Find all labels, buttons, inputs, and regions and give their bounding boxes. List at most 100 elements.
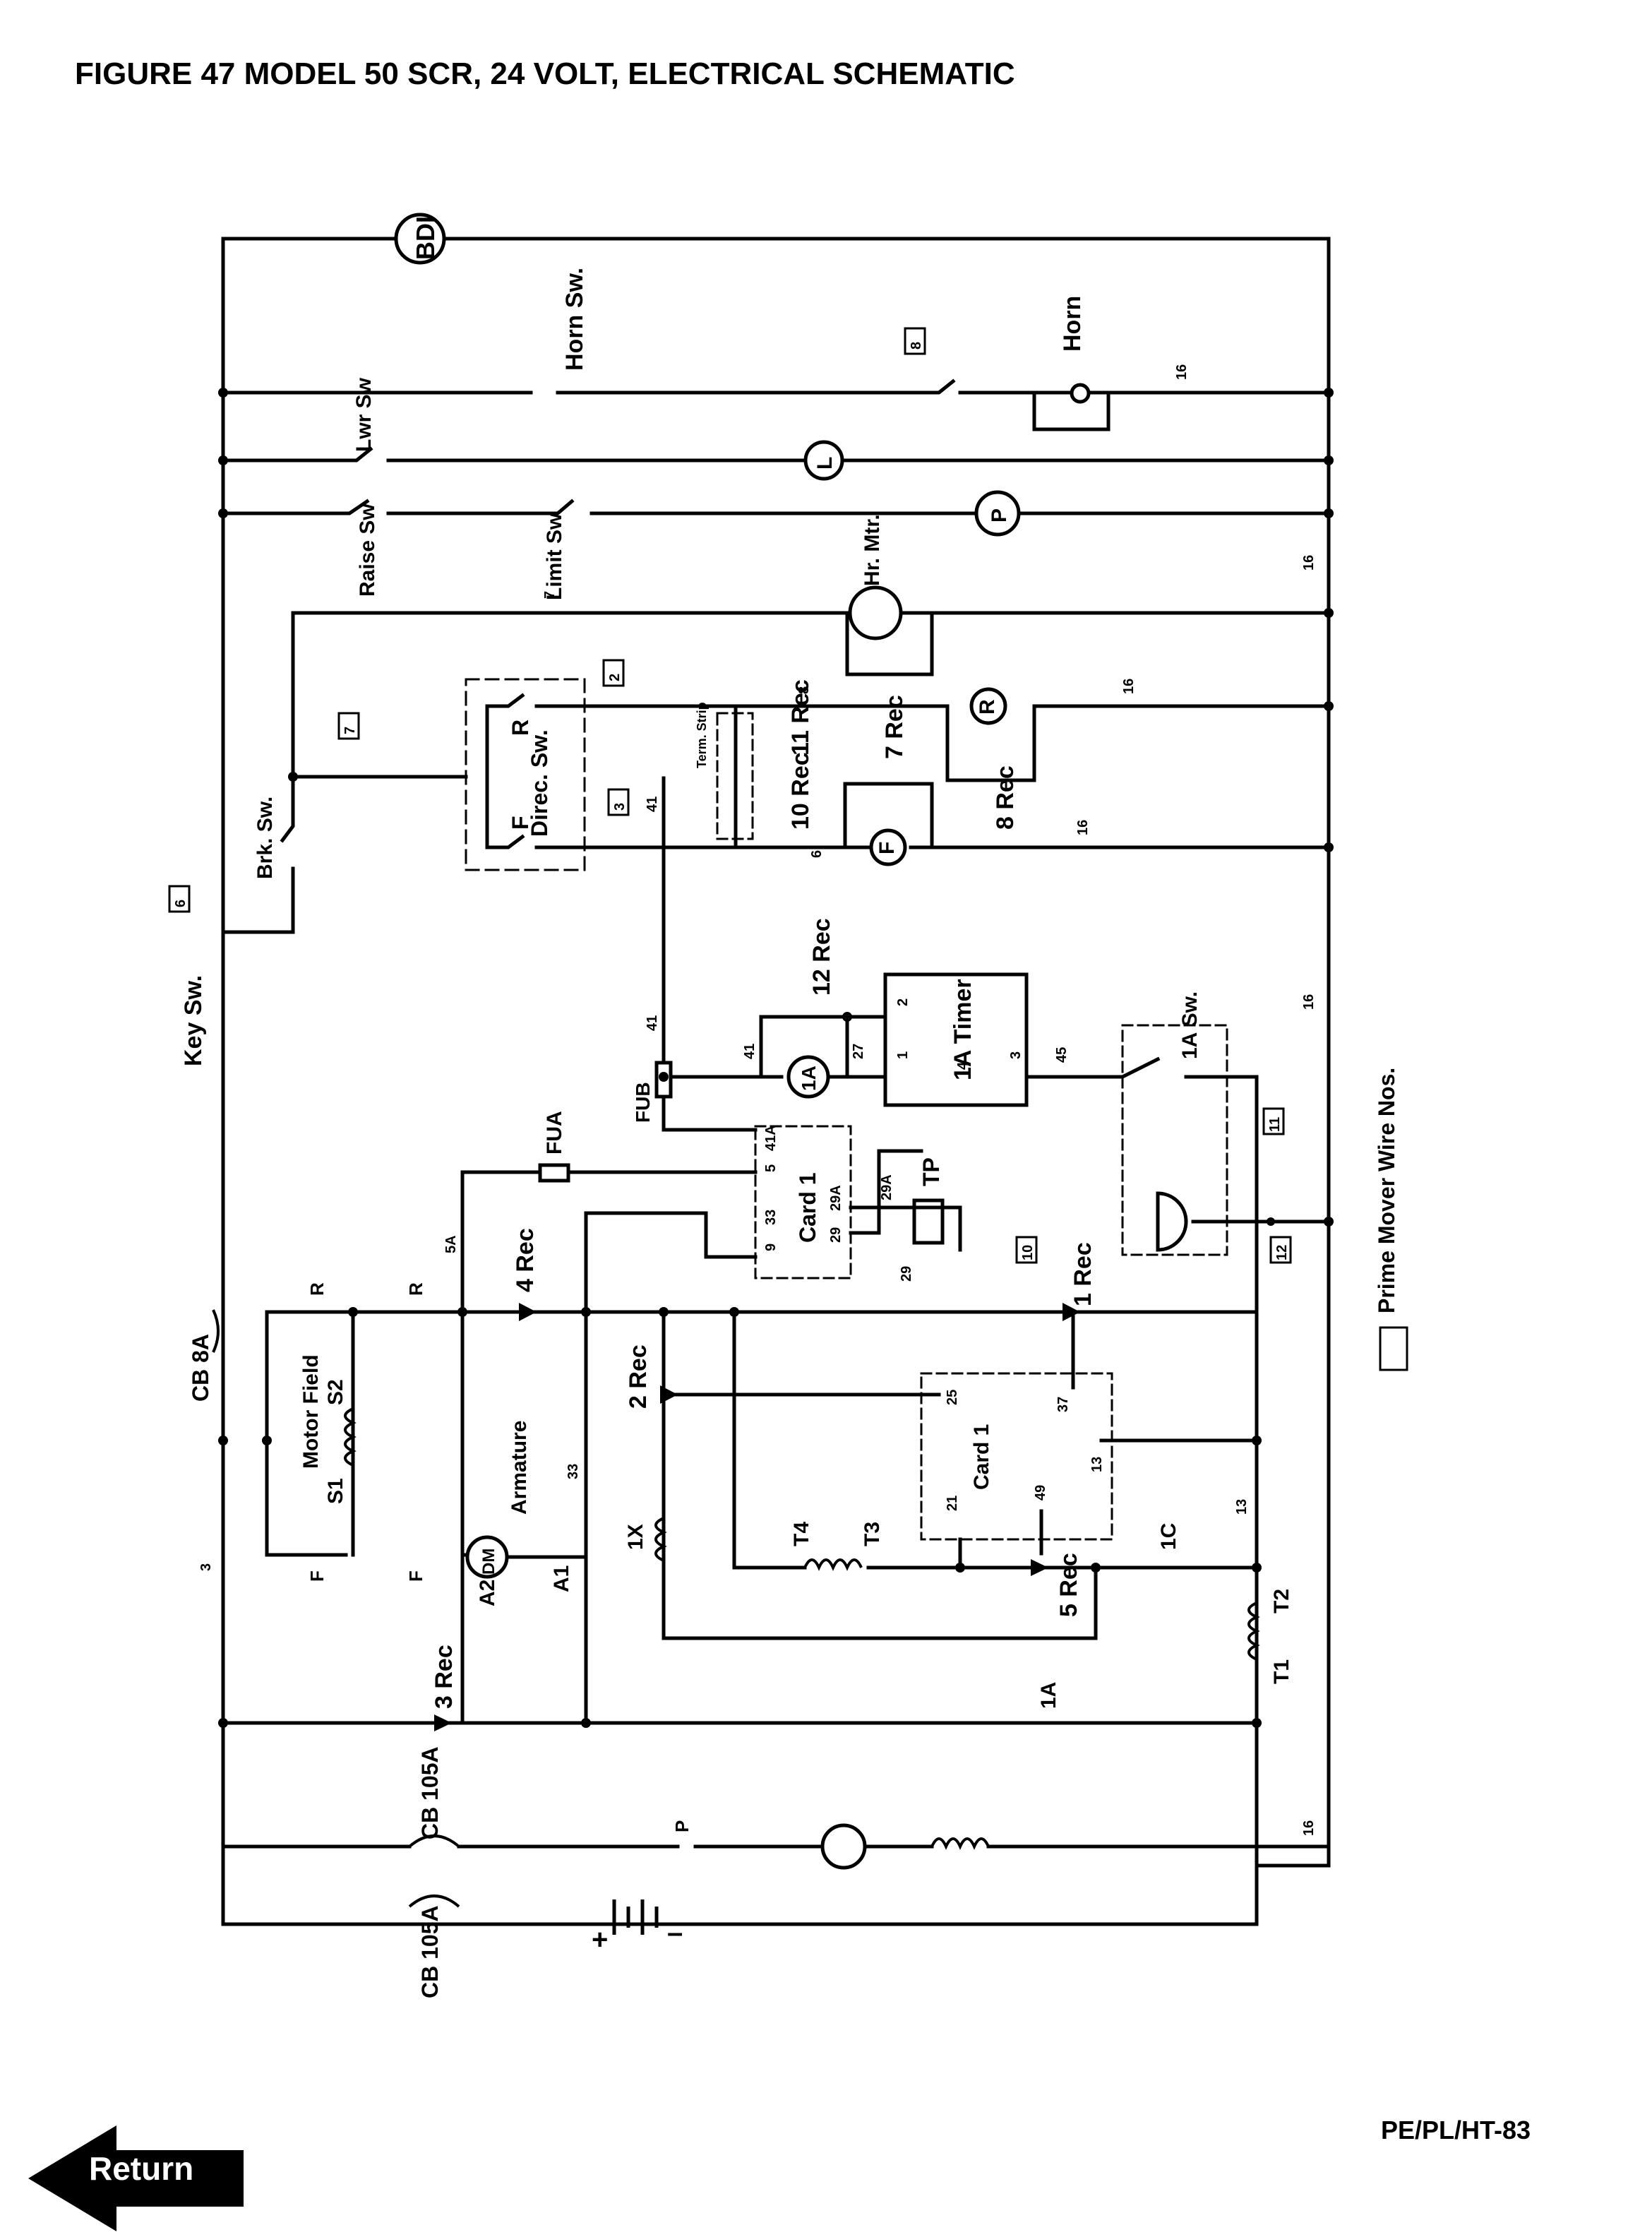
wire-37: 37 [1055,1397,1071,1412]
direction-switch-label: Direc. Sw. [527,729,552,837]
t1-t2-coil [1247,1601,1260,1661]
return-arrow-icon [28,2125,244,2231]
motor-field-coil [344,1407,357,1467]
wire-29-lower: 29 [899,1266,914,1282]
fua-label: FUA [543,1111,566,1155]
rec-5-label: 5 Rec [1055,1553,1082,1617]
pump-contact-label: P [671,1820,693,1832]
reverse-contactor-coil [969,687,1007,725]
wire-41-timer: 41 [742,1044,758,1059]
pump-field-coil [930,1837,990,1850]
return-button[interactable]: Return [28,2125,247,2231]
t4-label: T4 [790,1522,813,1546]
battery-plus-label: + [592,1924,608,1955]
capacitor-f-left-label: F [306,1570,328,1582]
ia-coil-label: 1A [798,1066,820,1091]
rec-1-label: 1 Rec [1070,1242,1096,1306]
capacitor-r-left-label: R [306,1282,328,1296]
tag-10: 10 [1020,1245,1036,1260]
wire-41a: 41A [763,1125,779,1151]
rec-11-label: 11 Rec [787,679,814,756]
reverse-coil-label: R [976,699,999,715]
t3-label: T3 [861,1522,884,1546]
wire-9: 9 [763,1243,779,1251]
bdi-gauge-circle [394,213,446,265]
page-reference: PE/PL/HT-83 [1381,2116,1531,2144]
cb-105a-pump-breaker [408,1835,460,1848]
wire-33-main: 33 [565,1464,581,1479]
wire-27: 27 [851,1044,866,1059]
t2-label: T2 [1270,1589,1293,1613]
wire-3-main: 3 [198,1563,214,1571]
wire-3-timer: 3 [1008,1051,1024,1059]
2-rec-diode [660,1385,678,1404]
wire-7: 7 [542,591,558,599]
1x-label: 1X [624,1524,647,1550]
wire-29a-tp: 29A [879,1174,894,1200]
forward-contactor-coil [869,828,907,866]
forward-coil-label: F [875,842,899,854]
card-1-lower-label: Card 1 [970,1424,993,1490]
rec-3-label: 3 Rec [431,1645,457,1709]
rec-8-label: 8 Rec [992,765,1019,830]
ia-switch-label: 1A Sw. [1178,991,1202,1059]
cb-105a-pump-label: CB 105A [417,1746,443,1839]
tag-3: 3 [612,803,628,811]
cb-105a-main-breaker [408,1895,460,1908]
cb-105a-main-label: CB 105A [417,1905,443,1998]
card-1-upper-label: Card 1 [795,1172,820,1243]
direc-f-label: F [508,816,533,830]
ia-capacitor-label: 1A [1037,1682,1060,1709]
legend-text: Prime Mover Wire Nos. [1374,1068,1399,1313]
pump-circle [974,490,1021,537]
tag-8: 8 [909,342,924,350]
3-rec-diode [434,1714,452,1731]
fub-label: FUB [632,1082,654,1123]
wire-29a-card: 29A [828,1185,844,1211]
term-strip-label: Term. Strip [695,702,709,768]
rec-4-label: 4 Rec [512,1228,539,1292]
wire-41-lower: 41 [645,1015,660,1031]
key-switch-label: Key Sw. [180,975,207,1066]
wire-5a: 5A [443,1235,459,1253]
rec-10-label: 10 Rec [787,752,814,830]
tp-label: TP [918,1157,944,1186]
wire-29-card: 29 [828,1227,844,1243]
return-label: Return [89,2150,194,2187]
wire-8: 8 [796,686,812,694]
wire-2: 2 [895,998,911,1006]
lamp-label: L [813,457,837,470]
ia-contactor-coil [786,1055,830,1099]
direc-r-label: R [508,720,533,736]
tag-7: 7 [342,727,358,734]
tag-6: 6 [173,900,188,907]
wire-6: 6 [809,850,825,858]
s2-label: S2 [324,1379,347,1405]
wire-33-card: 33 [763,1210,779,1225]
battery-minus-label: – [667,1917,683,1948]
wire-49: 49 [1033,1485,1048,1501]
wire-41-upper: 41 [645,797,660,812]
a1-label: A1 [550,1565,573,1592]
wire-5: 5 [763,1164,779,1172]
wire-13-card: 13 [1089,1457,1105,1472]
tag-12: 12 [1274,1245,1290,1260]
hour-meter-label: Hr. Mtr. [861,514,884,586]
lower-switch-label: Lwr Sw [352,377,376,452]
wire-45: 45 [1054,1047,1070,1063]
motor-field-label: Motor Field [299,1354,323,1469]
pump-motor-circle [820,1823,867,1870]
a2-label: A2 [476,1580,499,1606]
cb-8a-breaker [212,1309,220,1353]
wire-4: 4 [955,1061,971,1070]
wire-25: 25 [945,1390,960,1405]
horn-label: Horn [1059,296,1086,352]
1c-label: 1C [1157,1523,1180,1550]
raise-switch-label: Raise Sw [356,503,379,597]
wire-16-fwd: 16 [1075,820,1091,835]
brake-switch-label: Brk. Sw. [253,797,277,879]
wire-16-horn: 16 [1174,364,1190,380]
limit-switch-label: Limit Sw [543,513,566,600]
s1-label: S1 [324,1478,347,1504]
